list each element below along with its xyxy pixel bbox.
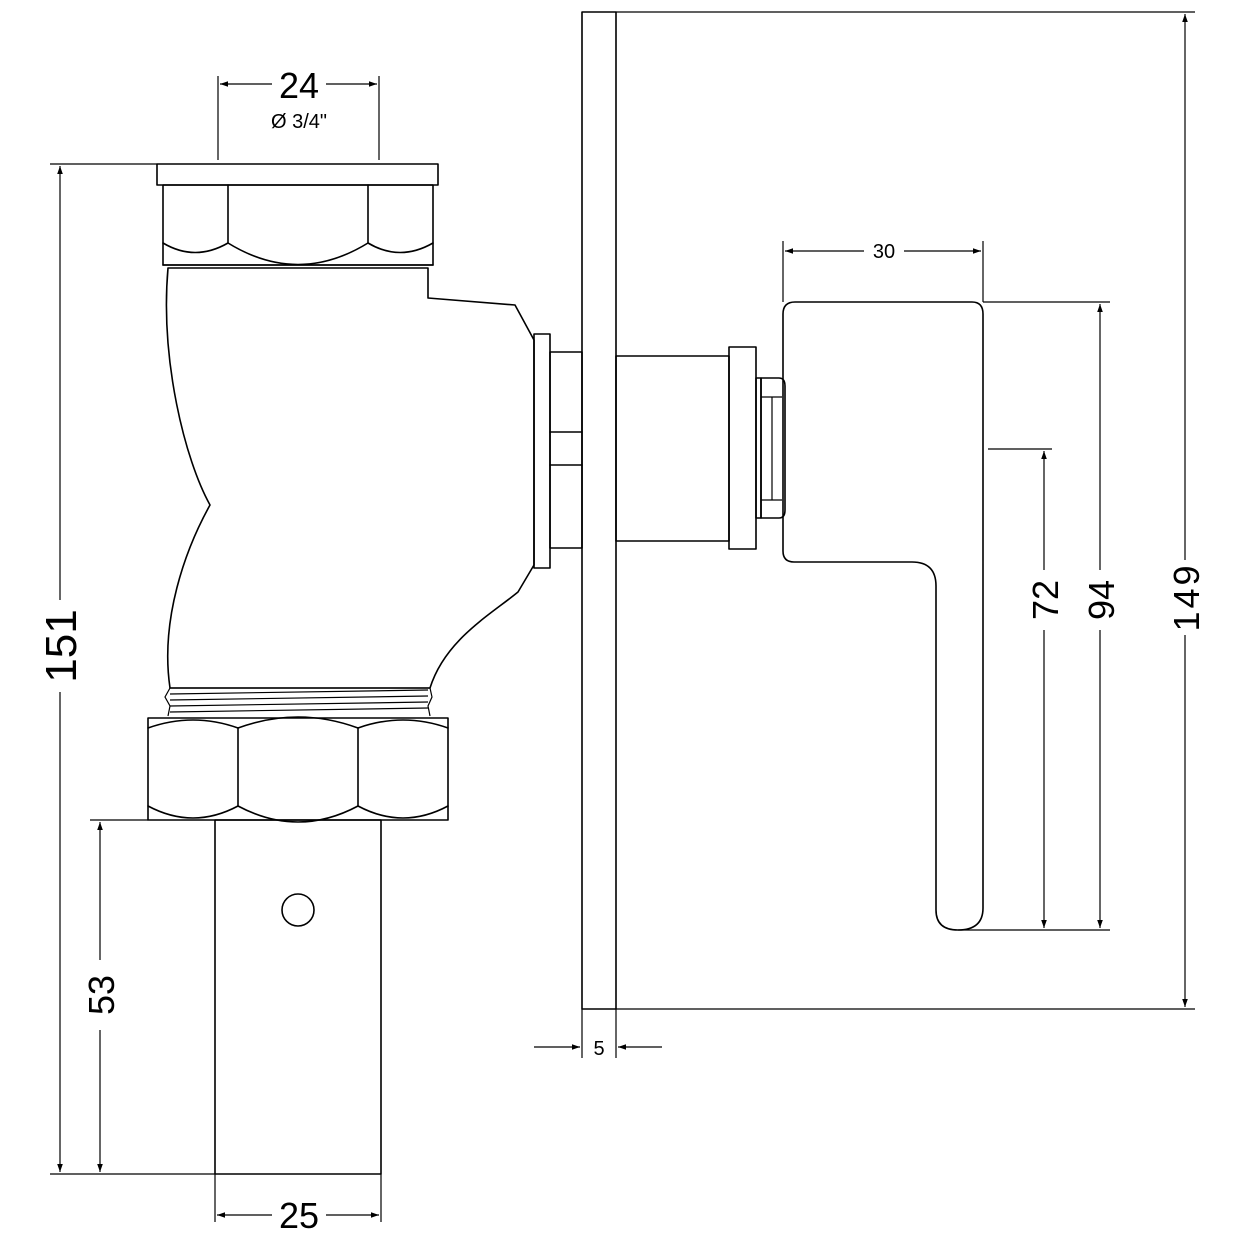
inlet-nut-cap: [156, 163, 439, 186]
dim-outlet-width-label: 25: [279, 1195, 319, 1236]
dim-lever-width-label: 30: [873, 241, 895, 263]
valve-body-outline: [165, 267, 535, 689]
dim-plate-height-label: 149: [1166, 562, 1207, 631]
dim-plate-height: 149: [616, 11, 1207, 1010]
dim-lever-height-outer: 94: [958, 301, 1122, 931]
dim-outlet-length: 53: [81, 819, 148, 1172]
dim-lever-width: 30: [782, 241, 984, 302]
outlet-hex-nut: [147, 716, 449, 823]
spindle-connector: [533, 333, 583, 569]
lever-handle: [782, 301, 984, 931]
dim-lever-height-outer-label: 94: [1081, 580, 1122, 620]
dim-outlet-length-label: 53: [81, 975, 122, 1015]
dim-total-height-label: 151: [37, 609, 86, 682]
dim-plate-thickness-label: 5: [593, 1038, 604, 1060]
outlet-hole: [281, 893, 315, 927]
dim-inlet-width-label: 24: [279, 65, 319, 106]
spindle-assembly: [615, 346, 786, 550]
wall-plate: [581, 11, 617, 1010]
dim-lever-height-inner: 72: [988, 448, 1066, 928]
outlet-tube: [214, 819, 382, 1175]
dim-lever-height-inner-label: 72: [1025, 580, 1066, 620]
valve-body: [147, 163, 535, 1175]
dim-inlet-thread-label: Ø 3/4": [271, 111, 327, 133]
dim-inlet-width: 24 Ø 3/4": [217, 65, 380, 160]
thread-section: [164, 687, 433, 717]
dim-outlet-width: 25: [214, 1174, 382, 1236]
dim-plate-thickness: 5: [534, 1009, 662, 1060]
dim-total-height: 151: [37, 163, 215, 1175]
inlet-hex-nut: [162, 184, 434, 266]
